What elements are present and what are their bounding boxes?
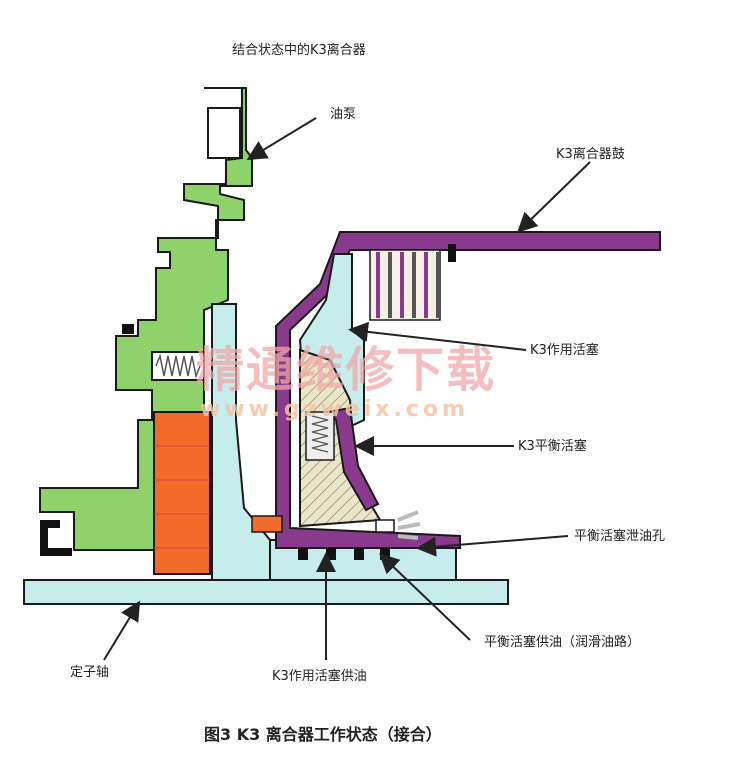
stator-shaft (23, 579, 509, 605)
leader-stator-shaft (103, 600, 141, 661)
leader-drum (517, 161, 591, 233)
balance-piston (325, 406, 380, 512)
pump-gear-slot (207, 107, 241, 159)
label-drum: K3离合器鼓 (556, 146, 625, 162)
drain-flow-arrows (397, 510, 421, 540)
label-stator-shaft: 定子轴 (70, 665, 109, 680)
pump-seal-bottom (40, 520, 72, 556)
label-balance-supply: 平衡活塞供油（润滑油路） (484, 634, 640, 650)
label-balance-drain: 平衡活塞泄油孔 (574, 528, 665, 544)
leader-apply-piston (348, 321, 527, 351)
snap-ring (448, 244, 456, 262)
clutch-plates (369, 249, 441, 321)
watermark-url: www.gzweix.com (200, 397, 469, 422)
watermark-cn: 精通维修下载 (196, 342, 496, 398)
pump-seal-top (122, 324, 134, 334)
label-apply-piston: K3作用活塞 (530, 342, 599, 358)
label-oil-pump: 油泵 (330, 107, 356, 122)
hub-seal-2 (326, 548, 336, 560)
label-apply-supply: K3作用活塞供油 (272, 668, 367, 684)
balance-spring (311, 415, 329, 453)
leader-balance-supply (379, 553, 471, 641)
hub-seal-1 (298, 548, 308, 560)
leader-balance-drain (416, 535, 569, 557)
hub-seal-3 (354, 548, 364, 560)
leader-oil-pump (246, 117, 317, 161)
orange-stop (251, 515, 283, 533)
clutch-drum (275, 231, 661, 549)
orange-hub (153, 411, 211, 575)
diagram-title: 结合状态中的K3离合器 (232, 42, 366, 58)
label-balance-piston: K3平衡活塞 (518, 438, 587, 454)
pump-spring (155, 353, 201, 379)
balance-spring-box (305, 411, 335, 461)
drain-plug (375, 519, 395, 533)
oil-pump-body (39, 87, 253, 551)
figure-caption: 图3 K3 离合器工作状态（接合） (204, 725, 442, 744)
